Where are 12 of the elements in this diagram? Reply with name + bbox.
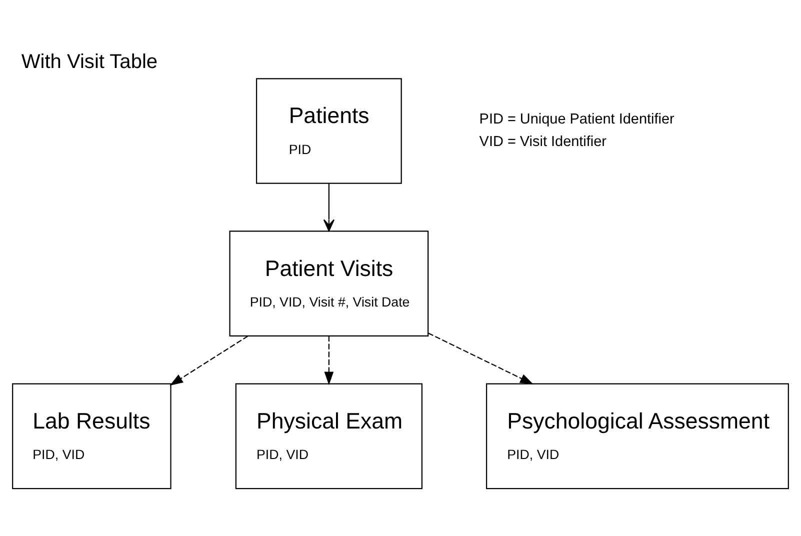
node-box: Physical Exam PID, VID [235,383,422,490]
label: PID = Unique Patient Identifier [479,112,674,128]
label: VID = Visit Identifier [479,134,607,150]
arrow [170,336,248,386]
arrow [324,336,334,386]
diagram-title: With Visit Table [21,50,158,73]
node-box: Lab Results PID, VID [12,383,172,490]
arrow [323,183,334,232]
arrow [428,332,534,384]
node-box: Patient Visits PID, VID, Visit #, Visit Date [229,230,429,336]
node-box: Patients PID [256,78,402,184]
node-box: Psychological Assessment PID, VID [486,383,789,490]
